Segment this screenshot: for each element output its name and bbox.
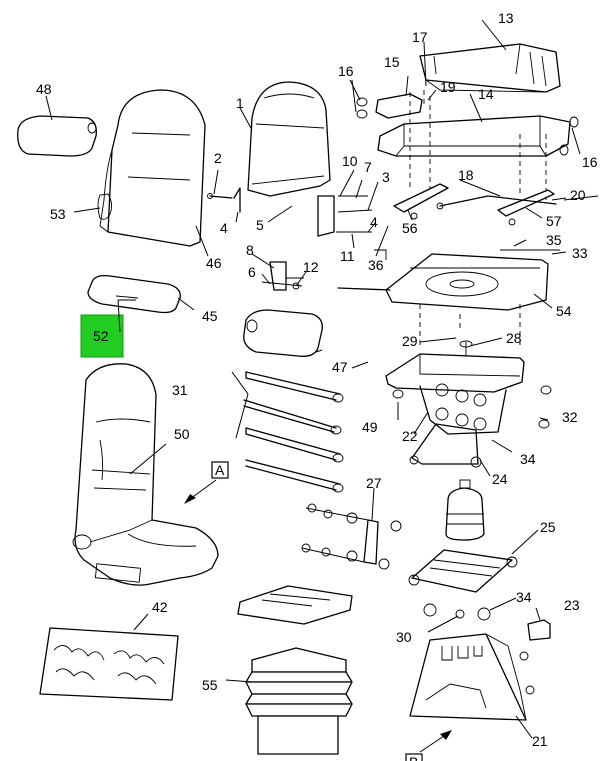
- callout-50: 50: [174, 426, 190, 442]
- callout-11: 11: [340, 248, 355, 264]
- callout-5: 5: [256, 217, 264, 233]
- callout-19: 19: [440, 79, 456, 95]
- base-plate-54: [337, 249, 560, 311]
- pan-bracket: [237, 585, 353, 625]
- block-23: [527, 619, 551, 641]
- callout-46: 46: [206, 255, 222, 271]
- callout-4a: 4: [220, 220, 228, 236]
- callout-25: 25: [540, 519, 556, 535]
- reference-label-a: A: [184, 461, 229, 504]
- callout-12: 12: [303, 259, 319, 275]
- washers-30-34: [423, 603, 491, 621]
- reference-label-b: B: [405, 730, 452, 761]
- recliner-hardware-6-8-12: [261, 261, 304, 291]
- seat-back-cover-53: [97, 89, 206, 247]
- lever-18-20: [436, 195, 567, 210]
- headrest-pad-48: [17, 115, 97, 157]
- callout-7: 7: [364, 159, 372, 175]
- callout-15: 15: [384, 54, 400, 70]
- air-spring: [445, 479, 485, 541]
- callout-32: 32: [562, 409, 578, 425]
- callout-16a: 16: [338, 63, 354, 79]
- shock-absorber-27: [301, 503, 402, 570]
- bracket-10-7-3-11: [317, 195, 373, 237]
- slide-frame-14: [377, 115, 579, 157]
- callout-3: 3: [382, 169, 390, 185]
- callout-18: 18: [458, 167, 474, 183]
- callout-53: 53: [50, 206, 66, 222]
- callout-42: 42: [152, 599, 168, 615]
- seat-back-frame-1: [247, 81, 331, 197]
- callout-52-highlight: [80, 314, 124, 358]
- callout-48: 48: [36, 81, 52, 97]
- callout-45: 45: [202, 308, 218, 324]
- callout-47: 47: [332, 359, 348, 375]
- hardware-2-4-5: [207, 187, 241, 213]
- callout-35: 35: [546, 232, 562, 248]
- callout-57: 57: [546, 213, 562, 229]
- callout-24: 24: [492, 471, 508, 487]
- callout-13: 13: [498, 10, 514, 26]
- callout-6: 6: [248, 264, 256, 280]
- callout-8: 8: [246, 242, 254, 258]
- callout-20: 20: [570, 187, 586, 203]
- callout-36: 36: [368, 257, 384, 273]
- dashed-guide-lines-top: [409, 86, 547, 200]
- callout-2: 2: [214, 150, 222, 166]
- callout-1: 1: [236, 95, 244, 111]
- callout-28: 28: [506, 330, 522, 346]
- shock-rods-31: [243, 371, 344, 493]
- callout-33: 33: [572, 245, 588, 261]
- callout-54: 54: [556, 303, 572, 319]
- callout-30: 30: [396, 629, 412, 645]
- callout-56: 56: [402, 220, 418, 236]
- slide-bracket-15: [356, 93, 423, 119]
- complete-seat-assembly: [72, 363, 219, 586]
- callout-4b: 4: [370, 214, 378, 230]
- suspension-top-frame-22: [385, 340, 552, 435]
- callout-leader-lines: [45, 19, 599, 739]
- callout-23: 23: [564, 597, 580, 613]
- callout-14: 14: [478, 86, 494, 102]
- callout-52: 52: [93, 328, 109, 344]
- lower-scissor-25: [408, 549, 518, 593]
- dashed-guide-lines-middle: [419, 304, 521, 362]
- callout-22: 22: [402, 428, 418, 444]
- callout-labels: 48 53 46 45 52 50 42 55 1 2 4 5 8 6 12 1…: [36, 10, 598, 749]
- callout-21: 21: [532, 733, 548, 749]
- bellows-55: [245, 647, 353, 755]
- callout-49: 49: [362, 419, 378, 435]
- callout-34a: 34: [520, 451, 536, 467]
- rail-56-57: [393, 183, 555, 226]
- reference-b-text: B: [409, 754, 418, 761]
- callout-27: 27: [366, 475, 382, 491]
- seat-cushion-cover-45: [87, 274, 181, 314]
- callout-55: 55: [202, 677, 218, 693]
- lumbar-control-panel-42: [39, 627, 179, 701]
- callout-16b: 16: [582, 154, 598, 170]
- armrest-47: [243, 309, 323, 357]
- callout-10: 10: [342, 153, 358, 169]
- callout-34b: 34: [516, 589, 532, 605]
- callout-31: 31: [172, 382, 188, 398]
- riser-base-21: [409, 633, 535, 721]
- reference-a-text: A: [215, 462, 225, 478]
- scissor-link-24: [409, 423, 482, 468]
- callout-17: 17: [412, 29, 428, 45]
- callout-29: 29: [402, 333, 418, 349]
